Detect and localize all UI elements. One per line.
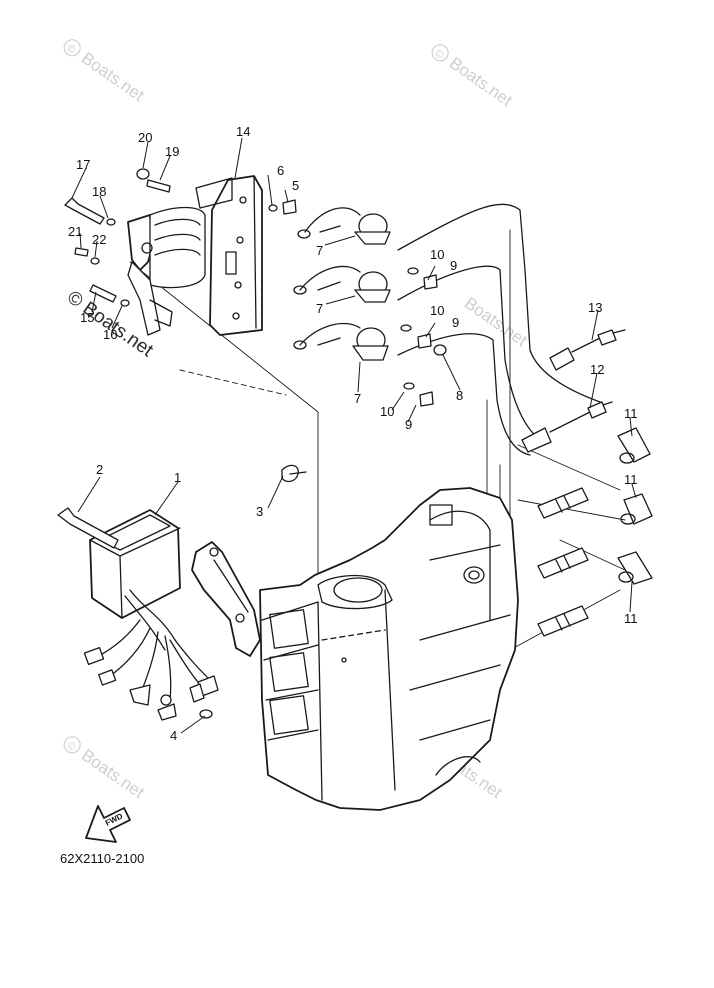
callout-15: 15 (80, 310, 94, 325)
ignition-coil-top (297, 207, 391, 245)
spark-plug-cap-1 (617, 427, 651, 464)
coil-fasteners (268, 199, 447, 407)
ignition-coil-middle (293, 265, 391, 303)
wire-clip (281, 464, 307, 483)
callout-11a: 11 (624, 406, 638, 421)
callout-10b: 10 (430, 303, 444, 318)
callout-10c: 10 (380, 404, 394, 419)
assembly-lines (129, 203, 626, 651)
diagram-code: 62X2110-2100 (60, 851, 144, 866)
callout-21: 21 (68, 224, 82, 239)
svg-text:Boats.net: Boats.net (461, 293, 531, 350)
callout-20: 20 (138, 130, 152, 145)
callout-4: 4 (170, 728, 177, 743)
engine-block (259, 487, 519, 811)
cdi-mount-bracket (191, 541, 261, 657)
watermark-bottom-left: © Boats.net (63, 736, 148, 802)
callout-8: 8 (456, 388, 463, 403)
callout-16: 16 (103, 327, 117, 342)
spark-plug-cap-3 (617, 551, 653, 585)
svg-text:Boats.net: Boats.net (446, 53, 516, 110)
ignition-coil-bracket (127, 206, 206, 336)
callout-11b: 11 (624, 472, 638, 487)
callout-17: 17 (76, 157, 90, 172)
spark-plug-cap-2 (620, 493, 653, 525)
callout-7a: 7 (316, 243, 323, 258)
callout-22: 22 (92, 232, 106, 247)
callout-11c: 11 (624, 611, 638, 626)
callout-7b: 7 (316, 301, 323, 316)
callout-9a: 9 (450, 258, 457, 273)
leader-lines (71, 137, 637, 734)
callout-5: 5 (292, 178, 299, 193)
callout-19: 19 (165, 144, 179, 159)
spark-plug-lead-13 (549, 329, 626, 371)
callout-10a: 10 (430, 247, 444, 262)
cdi-wire-harness (83, 589, 219, 721)
callout-18: 18 (92, 184, 106, 199)
callout-12: 12 (590, 362, 604, 377)
cdi-unit (57, 507, 181, 619)
callout-3: 3 (256, 504, 263, 519)
forward-arrow-icon: FWD (85, 805, 131, 843)
ignition-coil-bottom (293, 322, 389, 361)
spark-plugs (537, 487, 589, 637)
callout-2: 2 (96, 462, 103, 477)
watermark-top-right: © Boats.net (431, 44, 516, 110)
watermark-mid-right: Boats.net (461, 293, 531, 350)
callout-7c: 7 (354, 391, 361, 406)
callout-14: 14 (236, 124, 250, 139)
callout-labels: 1 2 3 4 5 6 7 7 7 8 9 9 9 10 10 10 11 11… (68, 124, 638, 743)
callout-9b: 9 (452, 315, 459, 330)
callout-1: 1 (174, 470, 181, 485)
svg-text:Boats.net: Boats.net (78, 745, 148, 802)
callout-13: 13 (588, 300, 602, 315)
bracket-plate (195, 175, 263, 336)
callout-6: 6 (277, 163, 284, 178)
watermark-top-left: © Boats.net (63, 39, 148, 105)
upper-left-fasteners (64, 168, 171, 307)
svg-text:Boats.net: Boats.net (78, 48, 148, 105)
callout-9c: 9 (405, 417, 412, 432)
spark-plug-lead-12 (521, 401, 613, 453)
